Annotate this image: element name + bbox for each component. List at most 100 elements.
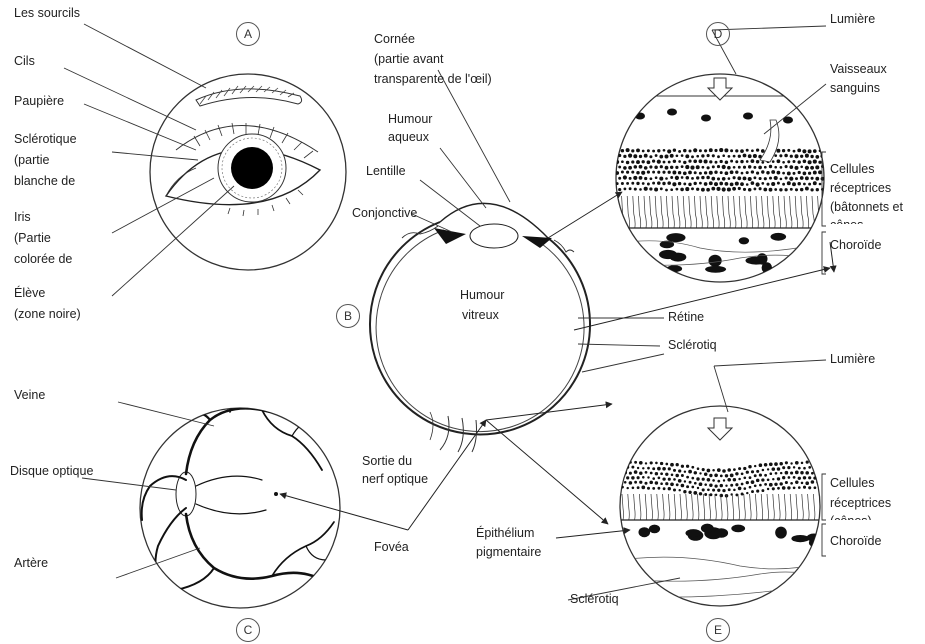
nucleus-dot [642,476,645,479]
nucleus-dot [834,149,838,153]
nucleus-dot [720,171,723,174]
nucleus-dot [709,171,713,175]
nucleus-dot [704,149,707,152]
nucleus-dot [785,176,788,179]
nucleus-dot [691,155,694,158]
nucleus-dot [714,473,718,477]
nucleus-dot [761,161,764,164]
nucleus-dot [702,478,705,481]
nucleus-dot [777,477,780,480]
nucleus-dot [785,461,788,464]
nucleus-dot [774,176,778,180]
nucleus-dot [631,466,634,469]
nucleus-dot [779,188,782,191]
nucleus-dot [769,177,772,180]
nucleus-dot [782,149,785,152]
nucleus-dot [767,478,770,481]
nucleus-dot [720,484,723,487]
nucleus-dot [741,172,744,175]
label-sourcils: Les sourcils [14,4,80,23]
nucleus-dot [800,155,803,158]
nucleus-dot [657,181,661,185]
nucleus-dot [704,483,707,486]
nucleus-dot [633,176,637,180]
nucleus-dot [639,471,642,474]
nucleus-dot [722,154,725,157]
choroid-blob [659,250,677,259]
nucleus-dot [678,150,681,153]
nucleus-dot [644,187,648,191]
nucleus-dot [663,487,666,490]
nucleus-dot [738,487,742,491]
choroid-blob [746,257,767,265]
nucleus-dot [694,171,697,174]
nucleus-dot [650,472,653,475]
nucleus-dot [688,171,692,175]
nucleus-dot [704,182,708,186]
nucleus-dot [816,471,819,474]
label-cornee-1: Cornée [374,30,415,49]
nucleus-dot [655,462,658,465]
nucleus-dot [626,171,629,174]
nucleus-dot [743,154,747,158]
optic-disc [176,472,196,516]
nucleus-dot [645,462,647,464]
nucleus-dot [722,187,726,191]
nucleus-dot [756,160,759,163]
nucleus-dot [782,466,785,469]
nucleus-dot [733,155,736,158]
nucleus-dot [754,465,756,467]
nucleus-dot [683,149,686,152]
nucleus-dot [790,462,792,464]
nucleus-dot [738,467,741,470]
nucleus-dot [694,471,697,474]
nucleus-dot [696,155,699,158]
label-eleve-2: (zone noire) [14,305,81,324]
nucleus-dot [735,483,738,486]
nucleus-dot [816,188,819,191]
nucleus-dot [826,188,829,191]
nucleus-dot [719,182,723,186]
nucleus-dot [719,148,723,152]
nucleus-dot [704,159,708,163]
nucleus-dot [758,166,762,170]
nucleus-dot [777,487,780,490]
nucleus-dot [634,481,637,484]
nucleus-dot [813,181,817,185]
nucleus-dot [683,171,687,175]
nucleus-dot [754,474,757,477]
nucleus-dot [813,149,817,153]
choroid-blob [775,527,787,539]
nucleus-dot [680,188,684,192]
label-cils: Cils [14,52,35,71]
nucleus-dot [815,177,819,181]
nucleus-dot [685,165,689,169]
nucleus-dot [670,176,673,179]
nucleus-dot [756,479,760,483]
nucleus-dot [629,177,632,180]
nucleus-dot [815,165,819,169]
nucleus-dot [662,171,665,174]
nucleus-dot [657,467,661,471]
nucleus-dot [690,166,694,170]
label-cellules-d-1: Cellules [830,160,874,179]
nucleus-dot [671,474,674,477]
nucleus-dot [699,472,701,474]
nucleus-dot [733,176,736,179]
nucleus-dot [722,165,726,169]
nucleus-dot [694,482,697,485]
nucleus-dot [685,187,689,191]
nucleus-dot [787,149,790,152]
nucleus-dot [836,155,840,159]
nucleus-dot [805,166,809,170]
nucleus-dot [696,165,700,169]
nucleus-dot [803,183,806,186]
nucleus-dot [814,486,817,489]
nucleus-dot [735,182,739,186]
nucleus-dot [779,154,782,157]
nucleus-dot [686,485,689,488]
label-iris-1: Iris [14,208,31,227]
nucleus-dot [701,154,704,157]
nucleus-dot [751,149,754,152]
nucleus-dot [811,480,815,484]
